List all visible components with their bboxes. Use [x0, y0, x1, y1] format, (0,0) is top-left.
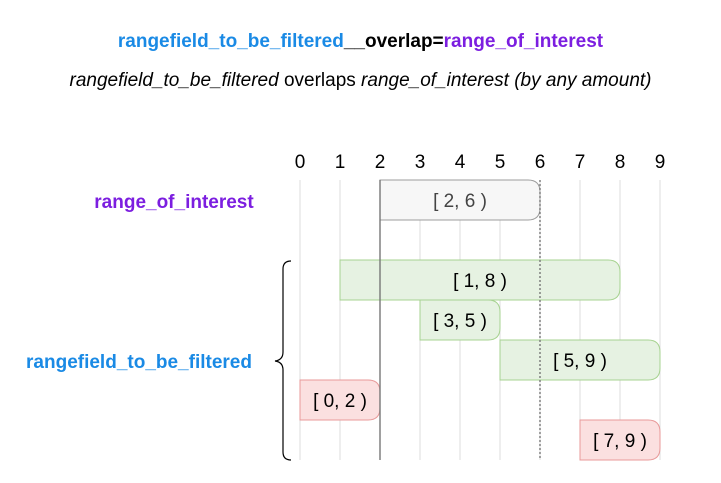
range-bar-1-shape: [339, 259, 621, 301]
diagram-subtitle: rangefield_to_be_filtered overlaps range…: [0, 69, 721, 93]
range-bar-4-text: [ 0, 2 ): [313, 391, 367, 412]
tick-label-8: 8: [615, 152, 626, 173]
range-of-interest-label: range_of_interest: [94, 192, 254, 213]
subtitle-value: range_of_interest (by any amount): [361, 70, 652, 91]
tick-label-4: 4: [455, 152, 466, 173]
range-bar-2: [ 3, 5 ): [419, 299, 501, 341]
boundary-markers: [379, 180, 541, 460]
tick-label-2: 2: [375, 152, 386, 173]
range-bar-2-text: [ 3, 5 ): [433, 311, 487, 332]
range-bars: [ 2, 6 ) [ 1, 8 ) [ 3, 5 ) [ 5, 9 ) [ 0, 2 )…: [299, 179, 661, 461]
brace-icon: [274, 260, 292, 461]
title-field-name: rangefield_to_be_filtered: [117, 31, 344, 52]
range-bar-1-text: [ 1, 8 ): [453, 271, 507, 292]
range-bar-3: [ 5, 9 ): [499, 339, 661, 381]
tick-label-1: 1: [335, 152, 346, 173]
range-bar-4: [ 0, 2 ): [299, 379, 381, 421]
tick-label-0: 0: [295, 152, 306, 173]
subtitle-field-name: rangefield_to_be_filtered: [69, 70, 279, 91]
tick-label-6: 6: [535, 152, 546, 173]
title-lookup: __overlap=: [343, 31, 444, 52]
title-value: range_of_interest: [443, 31, 604, 52]
range-bar-5: [ 7, 9 ): [579, 419, 661, 461]
tick-label-5: 5: [495, 152, 506, 173]
tick-label-7: 7: [575, 152, 586, 173]
range-bar-1: [ 1, 8 ): [339, 259, 621, 301]
range-bar-2-shape: [419, 299, 501, 341]
rangefield-label: rangefield_to_be_filtered: [26, 352, 252, 373]
tick-label-9: 9: [655, 152, 666, 173]
tick-label-3: 3: [415, 152, 426, 173]
diagram-title: rangefield_to_be_filtered__overlap=range…: [0, 30, 721, 54]
range-bar-5-shape: [579, 419, 661, 461]
subtitle-verb: overlaps: [278, 70, 362, 91]
range-bar-5-text: [ 7, 9 ): [593, 431, 647, 452]
range-of-interest-bar: [ 2, 6 ): [379, 179, 541, 221]
axis-ticks: 0 1 2 3 4 5 6 7 8 9: [295, 152, 666, 173]
range-of-interest-bar-text: [ 2, 6 ): [433, 191, 487, 212]
range-bar-3-text: [ 5, 9 ): [553, 351, 607, 372]
